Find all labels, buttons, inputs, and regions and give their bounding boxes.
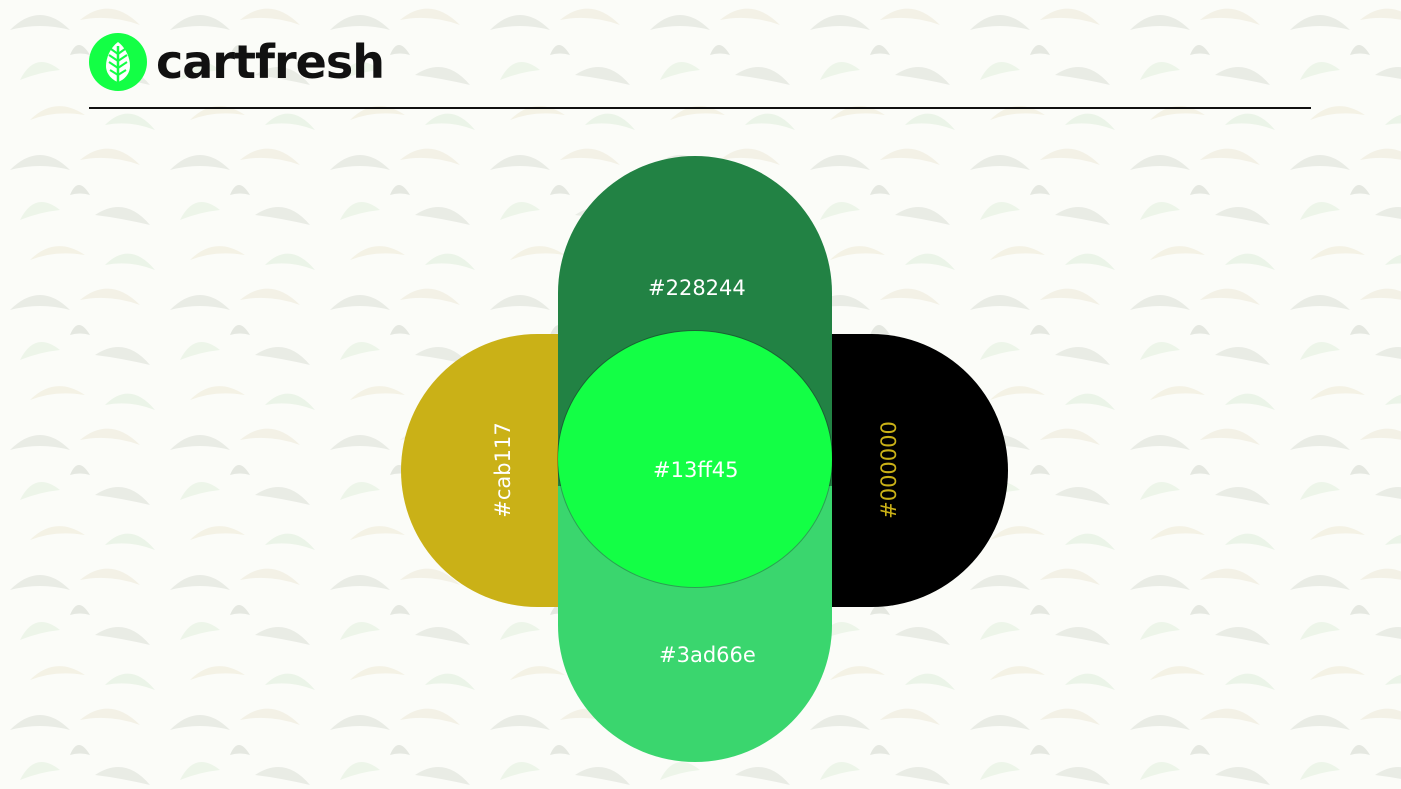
leaf-logo-icon	[89, 33, 147, 91]
hex-label-center: #13ff45	[653, 458, 739, 482]
hex-label-right: #000000	[877, 421, 901, 519]
color-swatch-center	[558, 331, 832, 587]
brand-header: cartfresh	[88, 30, 385, 94]
hex-label-top: #228244	[648, 276, 746, 300]
header-divider	[89, 107, 1311, 109]
hex-label-bottom: #3ad66e	[659, 643, 756, 667]
brand-name: cartfresh	[156, 35, 385, 89]
hex-label-left: #cab117	[491, 422, 515, 518]
